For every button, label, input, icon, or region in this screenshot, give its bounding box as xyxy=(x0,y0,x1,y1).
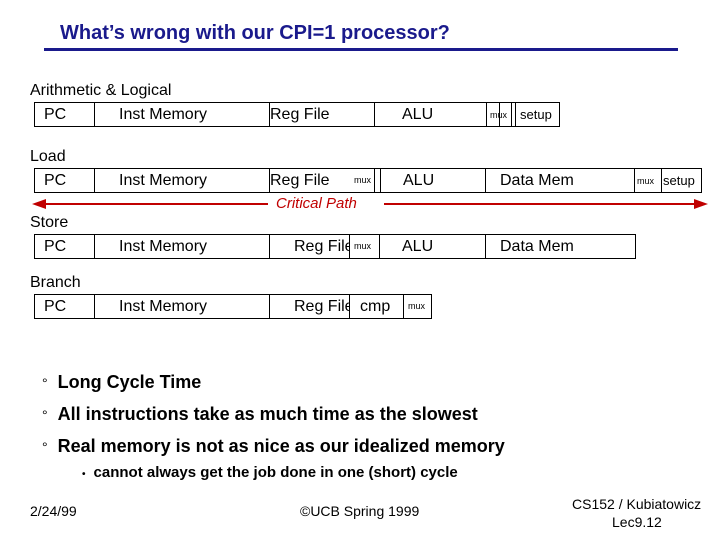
footer-date: 2/24/99 xyxy=(30,503,77,519)
row-heading-store: Store xyxy=(30,214,69,231)
footer-copyright: ©UCB Spring 1999 xyxy=(300,503,420,519)
pc-cell: PC xyxy=(35,169,95,192)
row-heading-arithmetic: Arithmetic & Logical xyxy=(30,82,172,99)
slide-title: What’s wrong with our CPI=1 processor? xyxy=(60,22,450,44)
setup-box: setup xyxy=(516,102,560,127)
alu-cell: ALU xyxy=(402,106,434,123)
row-heading-branch: Branch xyxy=(30,274,81,291)
bullet-item: °All instructions take as much time as t… xyxy=(42,404,478,424)
mux-cell: mux xyxy=(350,235,380,258)
data-mem-cell: Data Mem xyxy=(500,172,574,189)
reg-file-cell: Reg File xyxy=(270,295,350,318)
inst-memory-cell: Inst Memory xyxy=(95,235,270,258)
bullet-item: °Long Cycle Time xyxy=(42,372,202,392)
inst-memory-cell: Inst Memory xyxy=(95,169,270,192)
cmp-cell: cmp xyxy=(350,295,404,318)
critical-path-label: Critical Path xyxy=(276,195,357,212)
footer-lecture: Lec9.12 xyxy=(612,514,662,530)
mux-cell: mux xyxy=(408,301,426,311)
pc-cell: PC xyxy=(35,235,95,258)
alu-cell: ALU xyxy=(380,169,486,192)
datapath-row-store: PC Inst Memory Reg File mux ALU Data Mem xyxy=(34,234,636,259)
mux-cell: mux xyxy=(354,175,372,185)
mux-box: mux xyxy=(486,102,516,127)
alu-cell: ALU xyxy=(380,235,486,258)
title-underline xyxy=(44,48,678,51)
setup-box: setup xyxy=(662,168,702,193)
datapath-row-arithmetic: PC Inst Memory Reg File mux ALU xyxy=(34,102,512,127)
bullet-item: °Real memory is not as nice as our ideal… xyxy=(42,436,505,456)
reg-file-cell: Reg File xyxy=(270,169,375,192)
inst-memory-cell: Inst Memory xyxy=(95,103,270,126)
critical-path-arrow xyxy=(32,199,708,209)
mux-cell: mux xyxy=(375,103,500,126)
footer-course: CS152 / Kubiatowicz xyxy=(572,496,702,512)
data-mem-cell: Data Mem xyxy=(500,238,574,255)
sub-bullet-item: •cannot always get the job done in one (… xyxy=(82,464,458,481)
row-heading-load: Load xyxy=(30,148,66,165)
datapath-row-branch: PC Inst Memory Reg File cmp mux xyxy=(34,294,432,319)
inst-memory-cell: Inst Memory xyxy=(95,295,270,318)
reg-file-cell: Reg File xyxy=(270,235,350,258)
pc-cell: PC xyxy=(35,103,95,126)
mux-box: mux xyxy=(634,168,662,193)
pc-cell: PC xyxy=(35,295,95,318)
reg-file-cell: Reg File xyxy=(270,103,375,126)
datapath-row-load: PC Inst Memory Reg File mux ALU Data Mem xyxy=(34,168,634,193)
